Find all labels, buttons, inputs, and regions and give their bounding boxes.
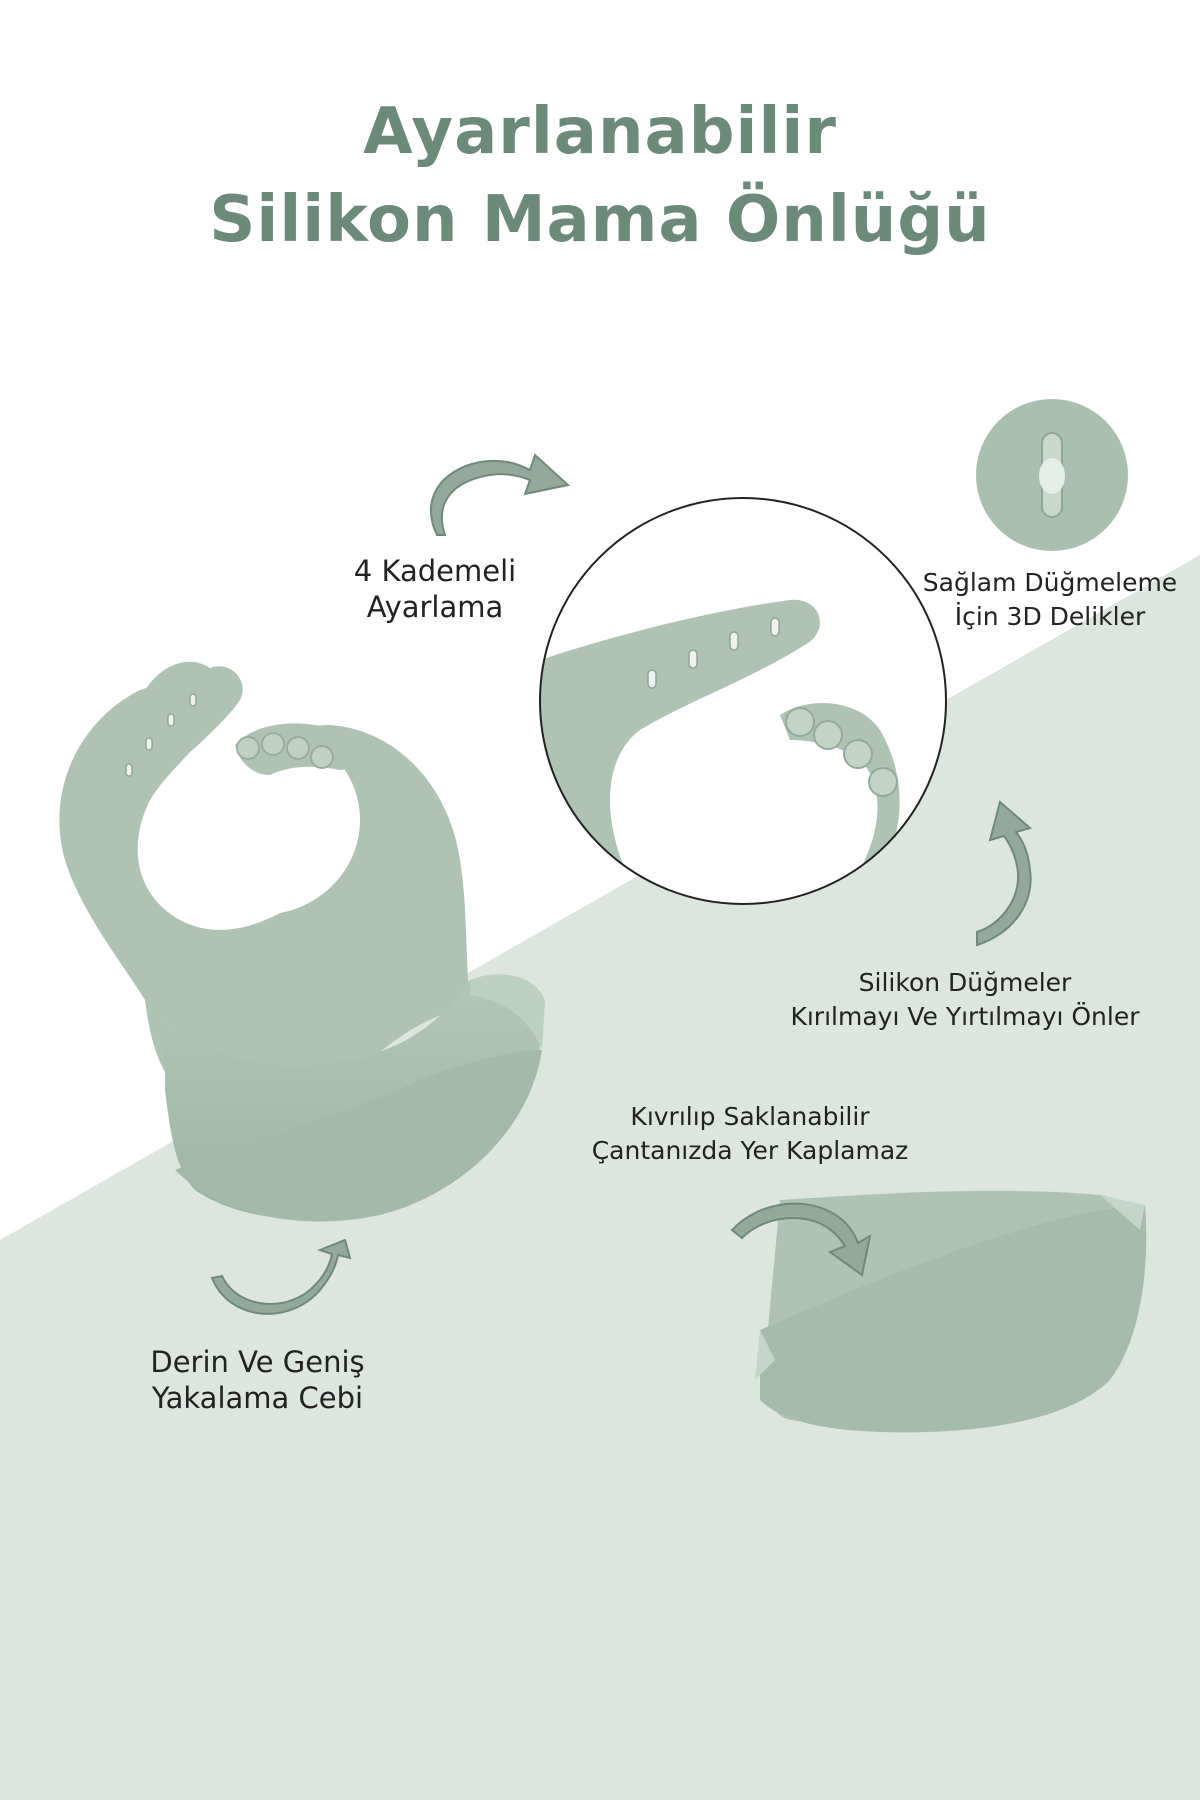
- feature-buttons-line-2: Kırılmayı Ve Yırtılmayı Önler: [790, 1002, 1140, 1031]
- title-line-2: Silikon Mama Önlüğü: [209, 183, 991, 257]
- feature-holes-line-1: Sağlam Düğmeleme: [922, 568, 1178, 597]
- feature-pocket-line-1: Derin Ve Geniş: [150, 1345, 365, 1379]
- feature-pocket-caption: Derin Ve Geniş Yakalama Cebi: [120, 1344, 395, 1416]
- page-title: Ayarlanabilir Silikon Mama Önlüğü: [0, 88, 1200, 264]
- curved-arrow-icon: [976, 800, 1033, 947]
- feature-pocket-line-2: Yakalama Cebi: [151, 1381, 364, 1415]
- feature-fold-caption: Kıvrılıp Saklanabilir Çantanızda Yer Kap…: [550, 1100, 950, 1168]
- feature-fold-line-1: Kıvrılıp Saklanabilir: [630, 1102, 870, 1131]
- curved-arrow-icon: [210, 1238, 352, 1315]
- curved-arrow-icon: [430, 453, 571, 536]
- curved-arrow-icon: [730, 1202, 872, 1277]
- feature-holes-line-2: İçin 3D Delikler: [954, 602, 1146, 631]
- bib-image: [59, 661, 545, 1222]
- feature-holes-caption: Sağlam Düğmeleme İçin 3D Delikler: [900, 566, 1200, 634]
- title-line-1: Ayarlanabilir: [363, 95, 837, 169]
- feature-buttons-caption: Silikon Düğmeler Kırılmayı Ve Yırtılmayı…: [745, 966, 1185, 1034]
- feature-fold-line-2: Çantanızda Yer Kaplamaz: [591, 1136, 909, 1165]
- hole-closeup-image: [976, 399, 1128, 551]
- strap-closeup-image: [539, 497, 947, 905]
- folded-bib-image: [755, 1190, 1147, 1433]
- feature-adjust-line-1: 4 Kademeli: [353, 554, 517, 588]
- feature-adjust-line-2: Ayarlama: [366, 590, 504, 624]
- feature-buttons-line-1: Silikon Düğmeler: [858, 968, 1072, 997]
- background-band: [0, 555, 1200, 1800]
- feature-adjust-caption: 4 Kademeli Ayarlama: [320, 553, 550, 625]
